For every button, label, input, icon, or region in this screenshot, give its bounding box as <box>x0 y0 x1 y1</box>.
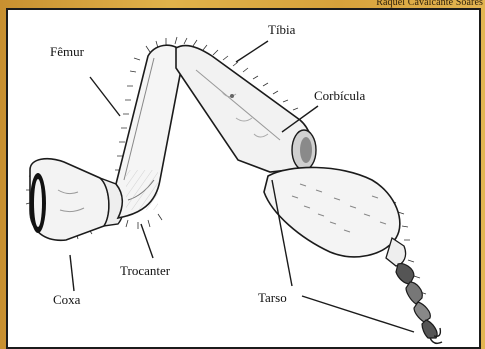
label-corbicula: Corbícula <box>314 88 365 104</box>
label-femur: Fêmur <box>50 44 84 60</box>
tarsus-segment <box>264 167 442 343</box>
label-coxa: Coxa <box>53 292 80 308</box>
coxa-segment <box>30 159 109 241</box>
label-tibia: Tíbia <box>268 22 295 38</box>
label-trocanter: Trocanter <box>120 263 170 279</box>
corbicula-structure <box>292 130 316 170</box>
label-tarso: Tarso <box>258 290 287 306</box>
femur-segment <box>116 45 184 218</box>
